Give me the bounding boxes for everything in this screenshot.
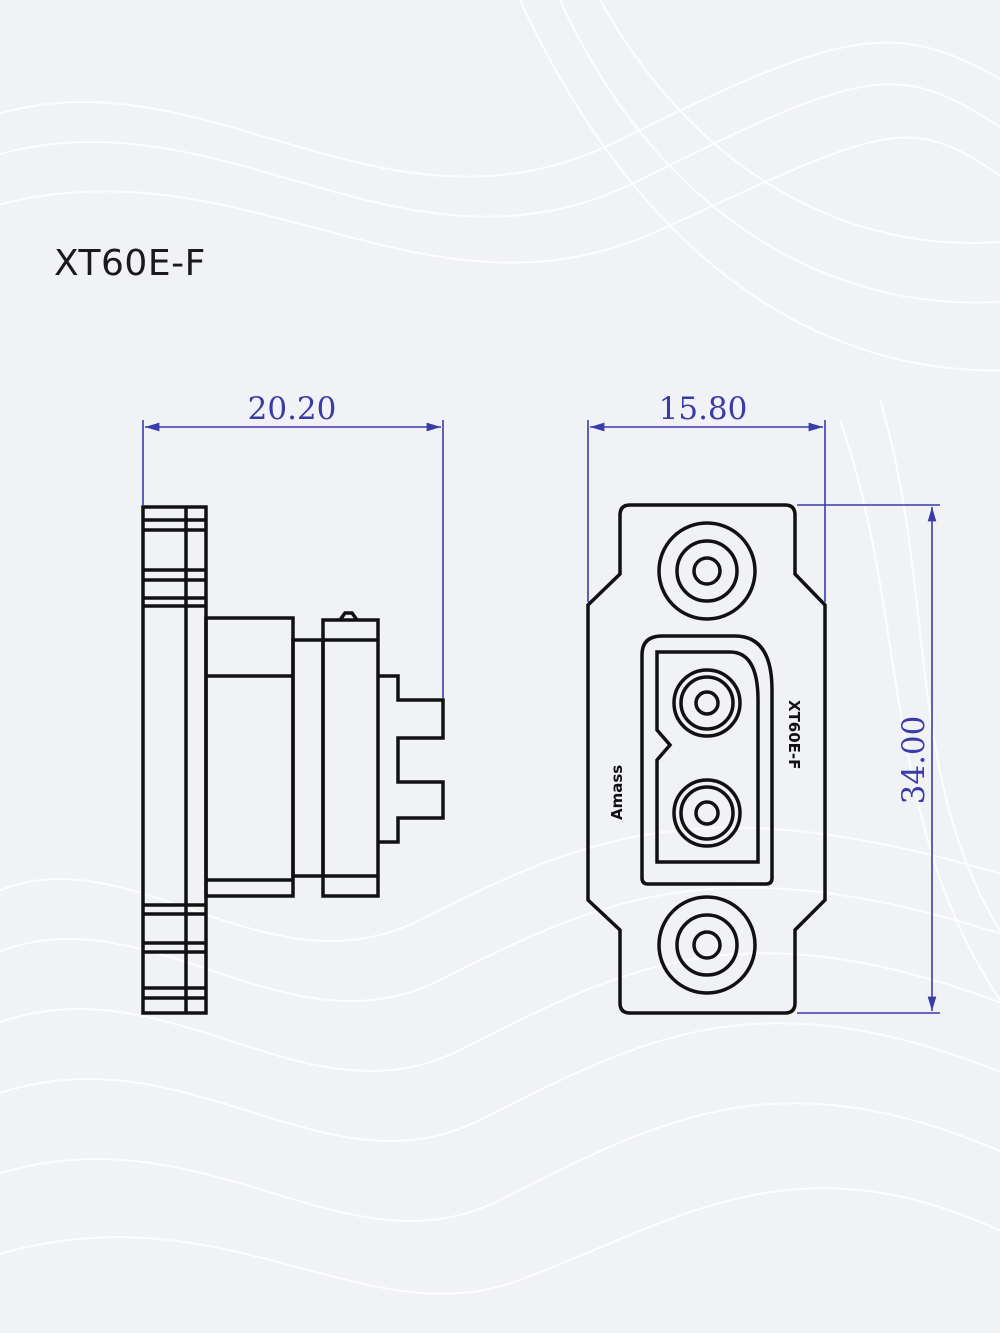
socket-outer	[640, 634, 774, 886]
model-marking: XT60E-F	[785, 700, 803, 769]
dim-height-front	[797, 504, 940, 1014]
socket-inner	[655, 650, 760, 864]
contact-bottom	[672, 778, 742, 848]
side-flange	[141, 505, 208, 1015]
front-view	[586, 503, 827, 1015]
dim-width-front-label: 15.80	[659, 391, 748, 427]
side-body	[204, 616, 295, 898]
brand-marking: Amass	[608, 765, 626, 820]
page-title: XT60E-F	[54, 243, 206, 284]
dim-width-side-label: 20.20	[248, 391, 337, 427]
dim-width-side	[142, 420, 444, 698]
dim-width-front	[587, 420, 826, 602]
side-housing	[321, 618, 380, 898]
dim-height-front-label: 34.00	[896, 716, 932, 805]
front-outline	[586, 503, 827, 1015]
side-pins	[378, 674, 445, 844]
mount-hole-top	[657, 521, 757, 621]
contact-top	[672, 668, 742, 738]
mount-hole-bottom	[657, 895, 757, 995]
side-view	[141, 505, 445, 1015]
